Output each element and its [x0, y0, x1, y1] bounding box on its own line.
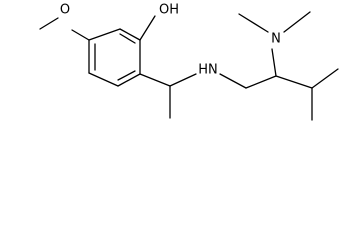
ring-bond-4	[88, 72, 119, 87]
n-methyl-right-bond	[283, 11, 311, 33]
n-methyl-left-bond	[238, 13, 269, 33]
methoxy-ring-bond	[71, 29, 90, 41]
benzene-ring	[88, 28, 141, 87]
hydroxyl-bond	[139, 15, 156, 41]
methylene-to-methine-bond	[245, 75, 277, 89]
methoxy-oxygen-label: O	[60, 3, 70, 18]
methine-to-n-bond	[271, 48, 277, 77]
hydroxyl-label: OH	[159, 3, 179, 18]
ring-bond-6	[88, 28, 121, 41]
dimethylamino-n-label: N	[271, 32, 281, 47]
molecule-structure-diagram: OH O HN N	[39, 3, 339, 121]
ring-bond-3	[117, 73, 141, 87]
ring-bond-1	[119, 28, 141, 41]
ring-double-bond-2	[117, 70, 136, 81]
amine-nh-label: HN	[198, 63, 218, 78]
methine-to-isopropyl-bond	[275, 75, 313, 89]
nh-to-methylene-bond	[219, 73, 247, 89]
methoxy-methyl-bond	[39, 17, 59, 30]
ring-to-methine-bond	[139, 73, 171, 87]
isopropyl-methyl-up-bond	[311, 68, 339, 89]
ring-double-bond-1	[119, 33, 136, 44]
methine-to-nh-bond	[169, 73, 197, 87]
